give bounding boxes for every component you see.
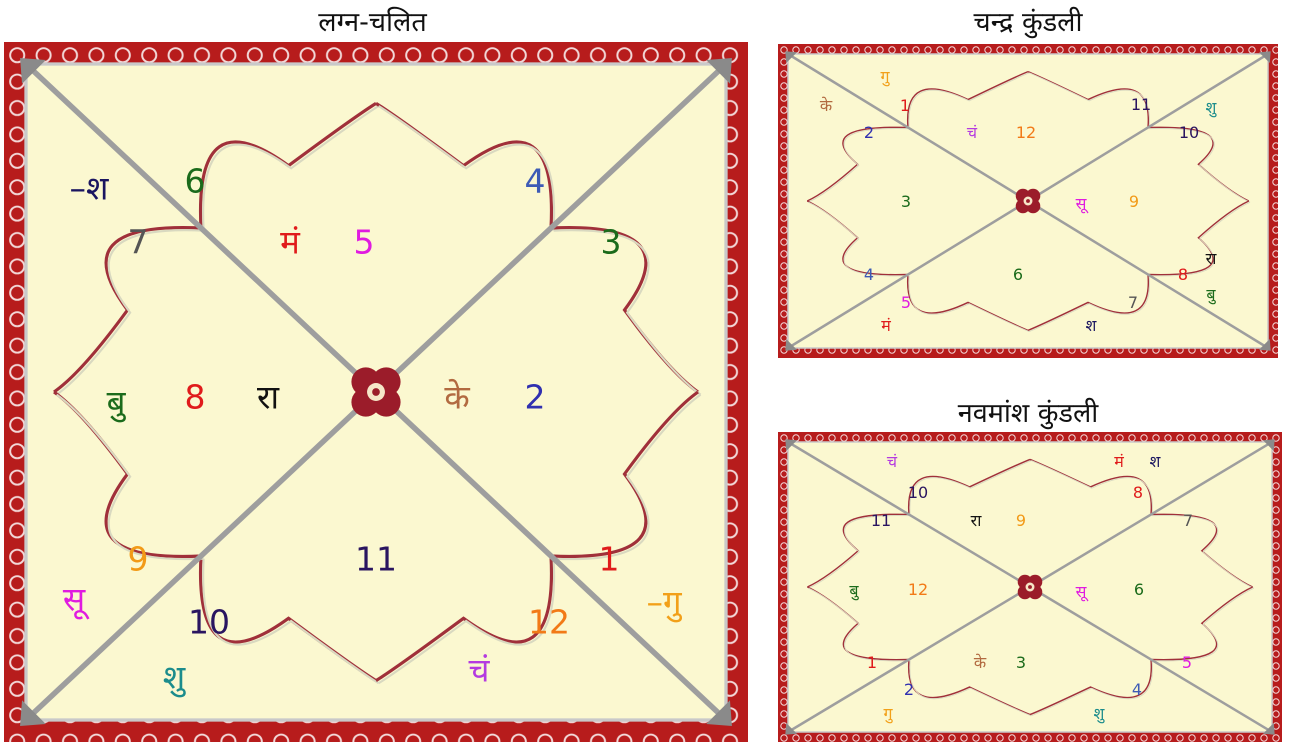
chart-label: सू <box>63 583 85 616</box>
center-emblem <box>351 367 400 416</box>
chart-label: मं <box>1114 454 1124 470</box>
chart-label: 6 <box>185 165 206 198</box>
chart-label: 11 <box>1131 97 1151 113</box>
chart-label: शु <box>163 661 185 694</box>
chart-label: 3 <box>901 194 911 210</box>
chart-label: के <box>444 381 469 414</box>
chart-label: 12 <box>1016 125 1036 141</box>
chart-label: 2 <box>864 125 874 141</box>
chart-label: के <box>974 655 986 671</box>
chart-label: रा <box>1206 251 1217 267</box>
chart-label: बु <box>1206 287 1215 303</box>
chart-label: रा <box>971 513 982 529</box>
chart-label: गु <box>880 69 889 85</box>
chart-label: सू <box>1076 584 1087 600</box>
chart-label: चं <box>887 454 897 470</box>
center-emblem <box>1018 575 1043 600</box>
chart-label: 2 <box>904 682 914 698</box>
chart-label: 2 <box>525 381 546 414</box>
chart-label: 4 <box>1132 682 1142 698</box>
chart-label: 10 <box>188 606 230 639</box>
chart-label: 9 <box>1129 194 1139 210</box>
chart-label: 5 <box>354 226 375 259</box>
chart-label: 8 <box>185 381 206 414</box>
chart-label: रा <box>257 381 279 414</box>
center-emblem <box>1016 189 1041 214</box>
chart-label: 8 <box>1133 485 1143 501</box>
chart-label: 1 <box>599 543 620 576</box>
navamansh-kundli-chart: चं मं श 10 8 11 रा 9 7 बु 12 सू 6 1 के 3 5 2 4 गु शु <box>778 432 1282 742</box>
chart-label: सू <box>1076 196 1087 212</box>
chart-label: बु <box>849 583 858 599</box>
chart-label: 8 <box>1178 267 1188 283</box>
chart-label: –गु <box>646 586 681 619</box>
chart-label: 11 <box>871 513 891 529</box>
chart-label: 6 <box>1013 267 1023 283</box>
chart-label: –श <box>70 172 109 205</box>
chart-label: मं <box>280 226 300 259</box>
chart-label: 12 <box>908 582 928 598</box>
chart-label: 5 <box>901 295 911 311</box>
chart-label: शु <box>1206 100 1217 116</box>
chart-label: शु <box>1094 706 1105 722</box>
chart-label: चं <box>967 125 977 141</box>
chart-label: श <box>1150 454 1161 470</box>
chart-label: 7 <box>128 226 149 259</box>
chart-label: 9 <box>1016 513 1026 529</box>
chart-label: 3 <box>601 226 622 259</box>
chart-label: 1 <box>900 98 910 114</box>
kundli-diagram <box>778 44 1278 358</box>
chart-label: 3 <box>1016 655 1026 671</box>
chart-label: 12 <box>528 606 570 639</box>
chart-label: श <box>1086 318 1097 334</box>
chart-label: 10 <box>908 485 928 501</box>
chart-label: बु <box>107 386 126 419</box>
chart-label: 5 <box>1182 655 1192 671</box>
chart-label: 11 <box>355 543 397 576</box>
chart-label: 9 <box>128 543 149 576</box>
chart-label: गु <box>883 706 892 722</box>
chart-label: 10 <box>1179 125 1199 141</box>
chart-title-navamansh-kundli: नवमांश कुंडली <box>778 393 1278 430</box>
chart-label: मं <box>881 318 891 334</box>
chart-title-chandra-kundli: चन्द्र कुंडली <box>778 2 1278 39</box>
chart-label: 4 <box>864 267 874 283</box>
chart-label: 7 <box>1183 513 1193 529</box>
chart-label: 7 <box>1128 295 1138 311</box>
chart-label: चं <box>469 654 490 687</box>
chart-label: 1 <box>867 655 877 671</box>
chart-label: 6 <box>1134 582 1144 598</box>
chart-label: 4 <box>525 165 546 198</box>
chart-title-lagna-chalit: लग्न-चलित <box>0 2 745 39</box>
chart-label: के <box>820 98 832 114</box>
